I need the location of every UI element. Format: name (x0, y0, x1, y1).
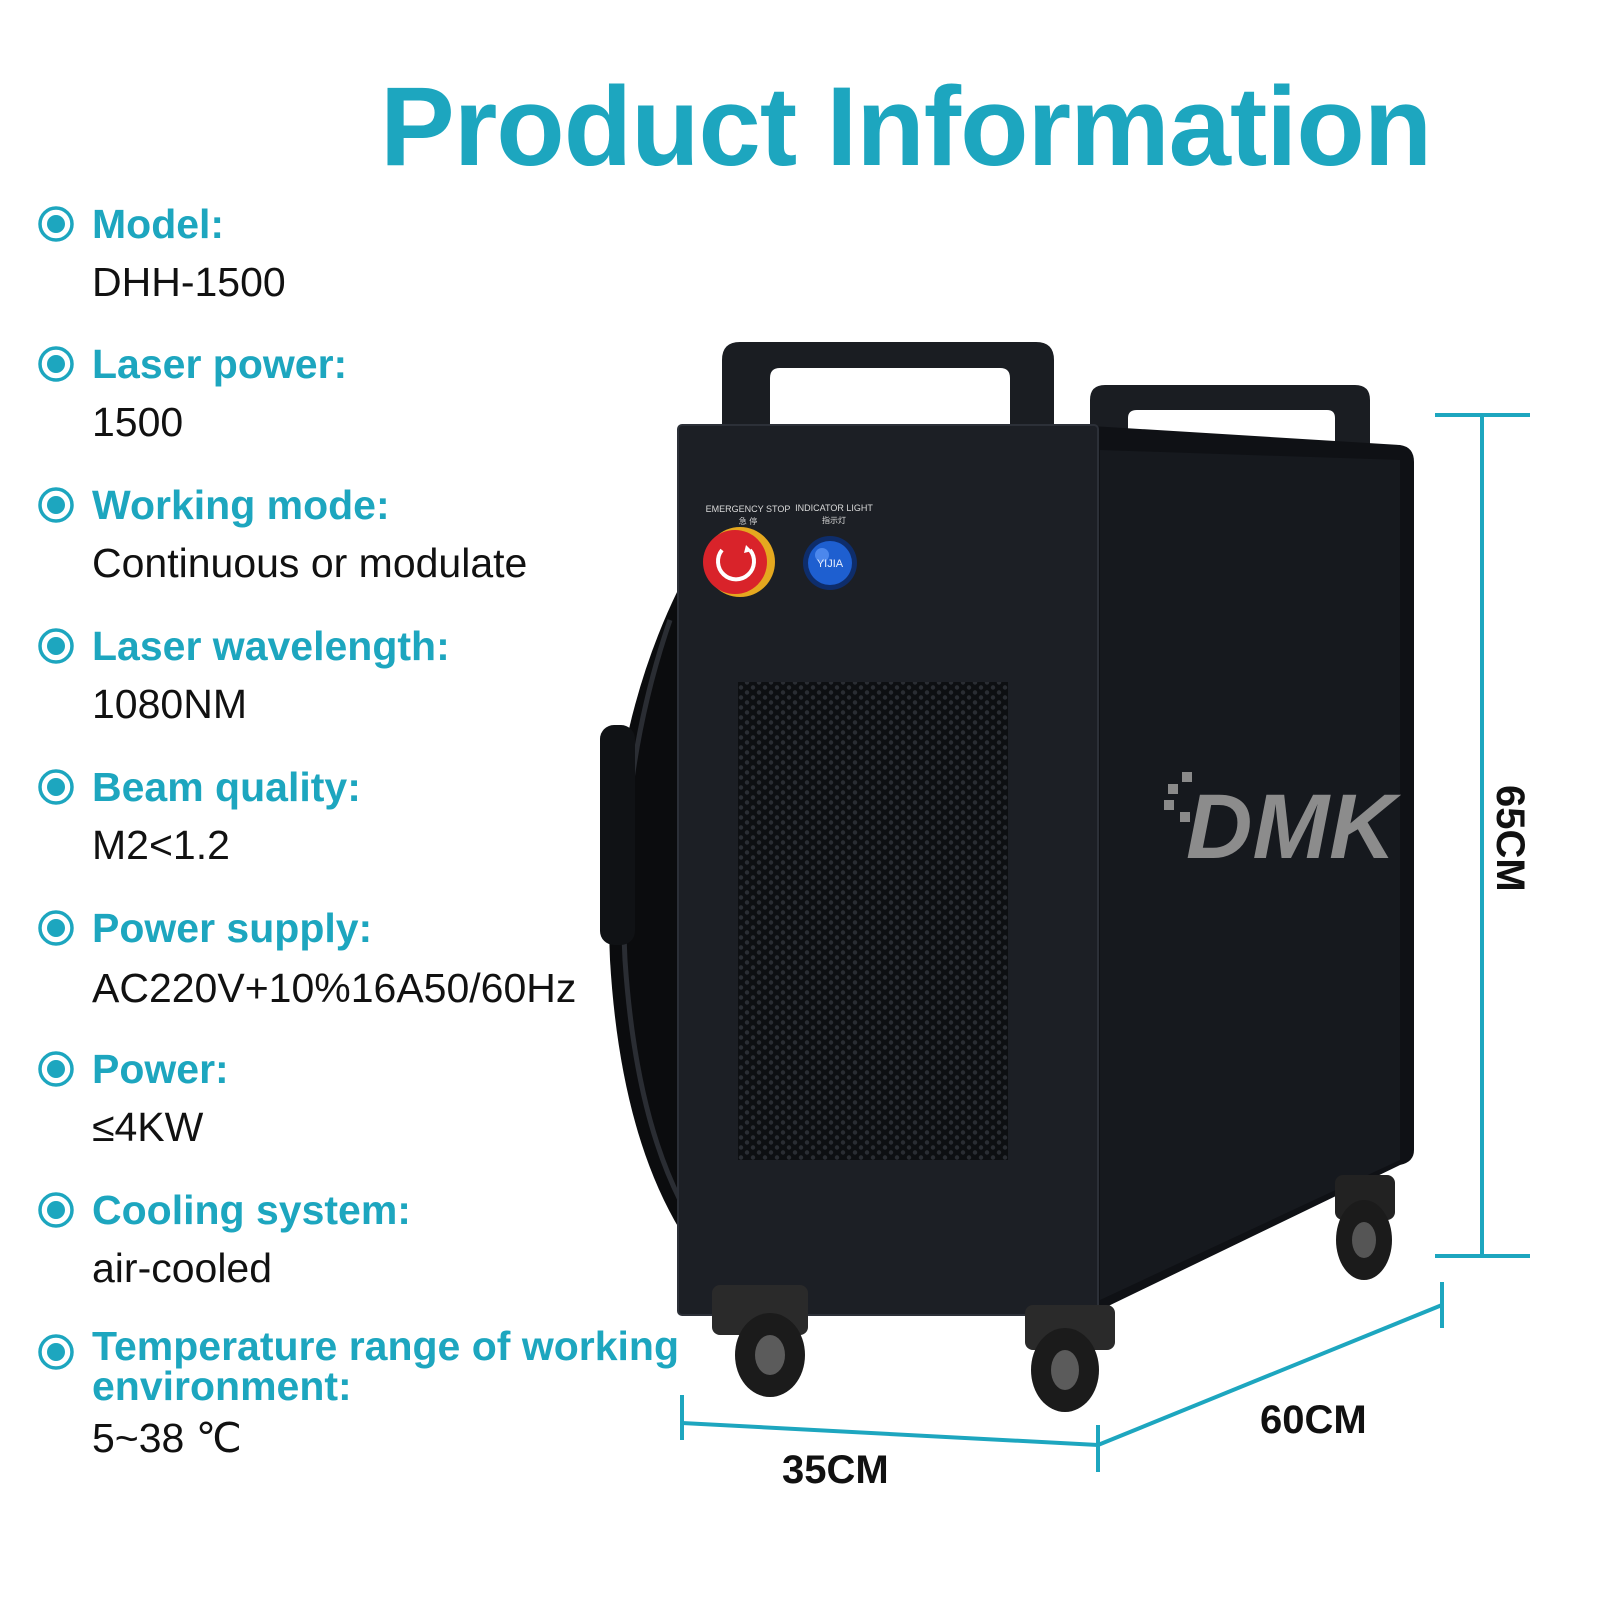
spec-label: Power supply: (92, 905, 373, 951)
spec-value: ≤4KW (92, 1104, 204, 1150)
spec-value: Continuous or modulate (92, 540, 528, 586)
spec-value: DHH-1500 (92, 259, 286, 305)
radio-bullet-icon (38, 346, 74, 382)
depth-dimension-label: 60CM (1260, 1398, 1367, 1442)
radio-bullet-icon (38, 1192, 74, 1228)
spec-label: Model: (92, 201, 225, 247)
radio-bullet-icon (38, 910, 74, 946)
indicator-light: YIJIA (803, 536, 857, 590)
indicator-brand: YIJIA (817, 558, 844, 570)
vent-grille (738, 682, 1008, 1160)
spec-label: Power: (92, 1046, 229, 1092)
indicator-light-label: INDICATOR LIGHT (795, 503, 873, 513)
height-dimension-label: 65CM (1488, 785, 1532, 892)
spec-label: Temperature range of working environment… (92, 1323, 680, 1409)
radio-bullet-icon (38, 1334, 74, 1370)
radio-bullet-icon (38, 769, 74, 805)
spec-value: AC220V+10%16A50/60Hz (92, 965, 577, 1011)
page-title: Product Information (380, 64, 1432, 189)
indicator-light-cn-label: 指示灯 (822, 515, 846, 525)
brand-logo: DMK (1164, 772, 1402, 878)
spec-label: Laser wavelength: (92, 623, 450, 669)
spec-value: 5~38 ℃ (92, 1415, 242, 1461)
emergency-stop-button[interactable] (703, 527, 775, 597)
spec-value: M2<1.2 (92, 822, 230, 868)
emergency-stop-label: EMERGENCY STOP (706, 504, 791, 514)
radio-bullet-icon (38, 628, 74, 664)
spec-value: air-cooled (92, 1245, 273, 1291)
width-dimension-label: 35CM (782, 1448, 889, 1492)
radio-bullet-icon (38, 1051, 74, 1087)
spec-label: Cooling system: (92, 1187, 411, 1233)
spec-value: 1080NM (92, 681, 247, 727)
radio-bullet-icon (38, 487, 74, 523)
laser-machine-illustration: EMERGENCY STOP 急 停 INDICATOR LIGHT 指示灯 Y… (600, 342, 1414, 1412)
spec-label: Working mode: (92, 482, 390, 528)
radio-bullet-icon (38, 206, 74, 242)
brand-logo-text: DMK (1186, 776, 1402, 878)
spec-label: Laser power: (92, 341, 348, 387)
spec-value: 1500 (92, 399, 184, 445)
spec-label: Beam quality: (92, 764, 361, 810)
emergency-stop-cn-label: 急 停 (739, 516, 758, 526)
